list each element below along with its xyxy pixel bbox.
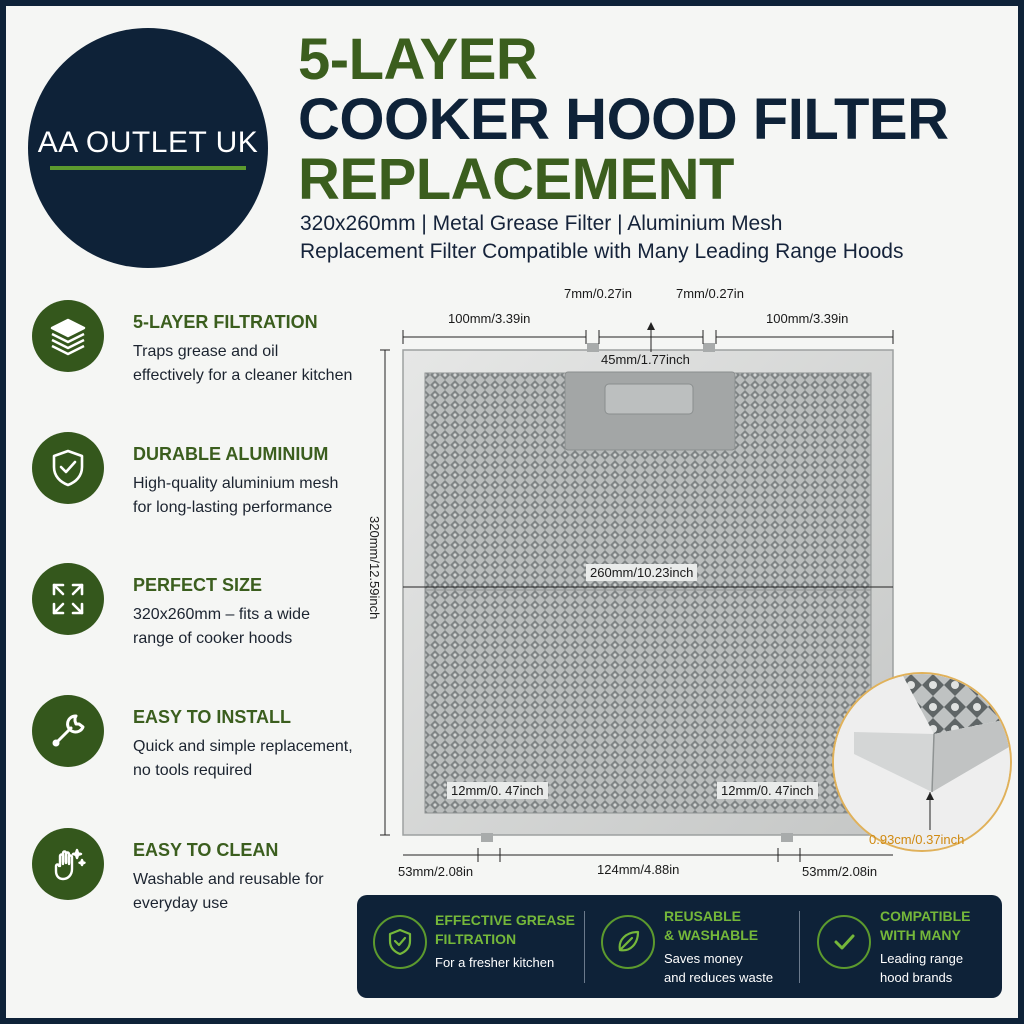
benefit-item: REUSABLE & WASHABLE Saves money and redu… <box>589 895 799 998</box>
top-left-dimension: 100mm/3.39in <box>448 311 531 326</box>
benefit-desc-line: and reduces waste <box>664 970 774 985</box>
subtitle-line-1: 320x260mm | Metal Grease Filter | Alumin… <box>300 212 783 235</box>
benefit-title-line: WITH MANY <box>880 927 961 943</box>
expand-arrows-icon <box>32 563 104 635</box>
bottom-right-dimension: 53mm/2.08in <box>802 864 878 879</box>
benefit-desc: Saves money and reduces waste <box>664 949 773 987</box>
layers-icon <box>32 300 104 372</box>
benefit-item: EFFECTIVE GREASE FILTRATION For a freshe… <box>357 895 577 998</box>
handle-width-dimension: 45mm/1.77inch <box>601 352 690 367</box>
benefit-title: REUSABLE & WASHABLE <box>664 907 758 945</box>
benefit-desc-line: Saves money <box>664 951 743 966</box>
feature-desc: Quick and simple replacement, no tools r… <box>133 738 353 779</box>
benefit-title-line: EFFECTIVE GREASE <box>435 912 576 928</box>
feature-desc: High-quality aluminium mesh for long-las… <box>133 475 339 516</box>
benefit-divider <box>584 911 585 983</box>
feature-item: EASY TO CLEAN Washable and reusable for … <box>32 828 352 938</box>
benefit-title: COMPATIBLE WITH MANY <box>880 907 970 945</box>
benefit-desc-line: For a fresher kitchen <box>435 955 555 970</box>
filter-frame <box>402 349 894 836</box>
cleaning-hand-icon <box>32 828 104 900</box>
benefit-title-line: & WASHABLE <box>664 927 759 943</box>
filter-handle <box>564 371 736 451</box>
bottom-left-dimension: 53mm/2.08in <box>398 864 474 879</box>
benefit-title-line: FILTRATION <box>435 931 517 947</box>
headline-line-1: 5-LAYER <box>298 27 538 92</box>
brand-underline <box>50 166 246 170</box>
feature-item: 5-LAYER FILTRATION Traps grease and oil … <box>32 300 352 410</box>
feature-title: DURABLE ALUMINIUM <box>133 444 329 464</box>
feature-title: 5-LAYER FILTRATION <box>133 312 318 332</box>
headline-line-3: REPLACEMENT <box>298 147 734 212</box>
benefit-desc-line: hood brands <box>880 970 953 985</box>
brand-logo: AA OUTLET UK <box>28 28 268 268</box>
benefits-bar: EFFECTIVE GREASE FILTRATION For a freshe… <box>357 895 1002 998</box>
wrench-icon <box>32 695 104 767</box>
benefit-title-line: COMPATIBLE <box>880 908 971 924</box>
subtitle-line-2: Replacement Filter Compatible with Many … <box>300 240 904 263</box>
shield-check-icon <box>32 432 104 504</box>
feature-item: PERFECT SIZE 320x260mm – fits a wide ran… <box>32 563 352 673</box>
feature-title: EASY TO CLEAN <box>133 840 279 860</box>
benefit-title-line: REUSABLE <box>664 908 742 924</box>
corner-right-dimension: 12mm/0. 47inch <box>717 782 818 799</box>
benefit-title: EFFECTIVE GREASE FILTRATION <box>435 911 575 949</box>
corner-left-dimension: 12mm/0. 47inch <box>447 782 548 799</box>
width-dimension: 260mm/10.23inch <box>586 564 698 581</box>
feature-item: EASY TO INSTALL Quick and simple replace… <box>32 695 353 805</box>
feature-desc: Traps grease and oil effectively for a c… <box>133 343 353 384</box>
feature-desc: 320x260mm – fits a wide range of cooker … <box>133 606 310 647</box>
benefit-item: COMPATIBLE WITH MANY Leading range hood … <box>805 895 1002 998</box>
height-dimension: 320mm/12.59inch <box>367 516 382 620</box>
shield-check-icon <box>373 915 427 969</box>
top-right-dimension: 100mm/3.39in <box>766 311 849 326</box>
checkmark-icon <box>817 915 871 969</box>
leaf-icon <box>601 915 655 969</box>
benefit-divider <box>799 911 800 983</box>
thickness-zoom <box>832 672 1012 852</box>
benefit-desc: Leading range hood brands <box>880 949 963 987</box>
feature-title: PERFECT SIZE <box>133 575 263 595</box>
brand-name: AA OUTLET UK <box>37 126 259 159</box>
bottom-middle-dimension: 124mm/4.88in <box>597 862 680 877</box>
feature-title: EASY TO INSTALL <box>133 707 292 727</box>
headline-line-2: COOKER HOOD FILTER <box>298 87 949 152</box>
feature-item: DURABLE ALUMINIUM High-quality aluminium… <box>32 432 352 542</box>
feature-desc: Washable and reusable for everyday use <box>133 871 324 912</box>
subtitle: 320x260mm | Metal Grease Filter | Alumin… <box>300 210 1000 266</box>
tab-left-dimension: 7mm/0.27in <box>564 286 632 301</box>
headline: 5-LAYER COOKER HOOD FILTER REPLACEMENT <box>298 30 1008 210</box>
benefit-desc: For a fresher kitchen <box>435 953 554 972</box>
benefit-desc-line: Leading range <box>880 951 964 966</box>
tab-right-dimension: 7mm/0.27in <box>676 286 744 301</box>
thickness-dimension: 0.93cm/0.37inch <box>869 832 965 847</box>
